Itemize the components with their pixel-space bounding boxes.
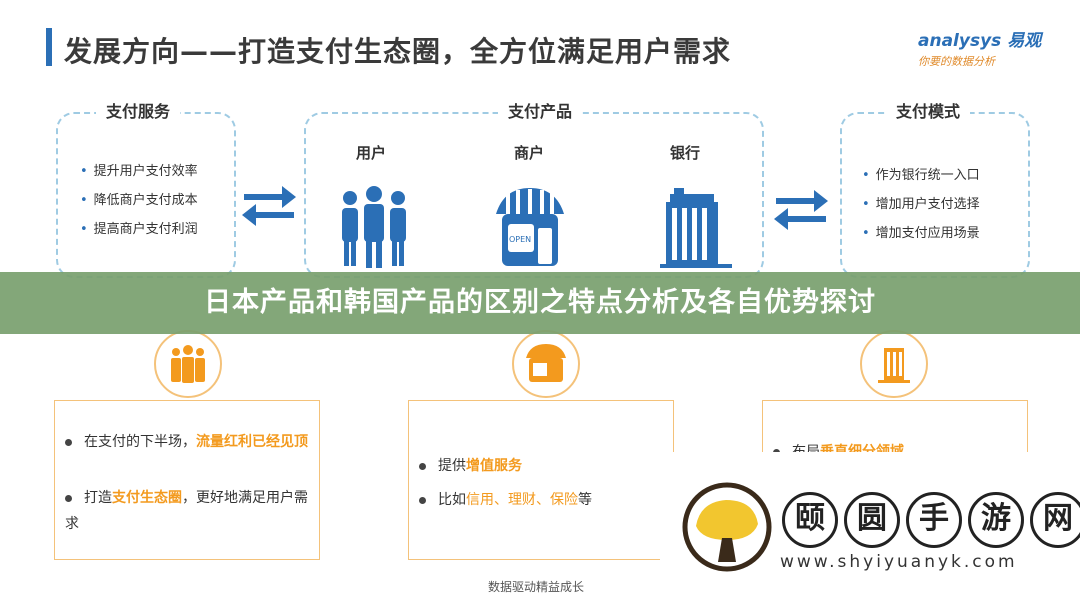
list-item: 增加支付应用场景 xyxy=(862,222,980,241)
bullet-dot xyxy=(65,438,72,446)
site-name-char: 游 xyxy=(968,492,1024,548)
payment-service-title: 支付服务 xyxy=(96,98,181,122)
bullet-dot xyxy=(419,462,426,470)
users-orange-icon xyxy=(171,345,205,383)
page-title: 发展方向——打造支付生态圈，全方位满足用户需求 xyxy=(64,35,732,68)
payment-product-title: 支付产品 xyxy=(498,98,583,122)
list-item: 作为银行统一入口 xyxy=(862,164,980,183)
users-circle xyxy=(154,330,222,398)
shop-circle xyxy=(512,330,580,398)
footer-caption: 数据驱动精益成长 xyxy=(488,580,585,594)
bank-orange-icon xyxy=(878,348,910,383)
users-label: 用户 xyxy=(356,144,387,162)
list-item: 降低商户支付成本 xyxy=(80,189,198,208)
bullet-dot xyxy=(419,496,426,504)
item-text: 打造 xyxy=(84,490,112,506)
value-added-box: 提供增值服务 比如信用、理财、保险等 xyxy=(408,400,674,560)
shop-sign-text: OPEN xyxy=(509,235,531,244)
list-item: 在支付的下半场，流量红利已经见顶 xyxy=(65,429,309,455)
banner-headline: 日本产品和韩国产品的区别之特点分析及各自优势探讨 xyxy=(204,287,876,318)
item-text: 在支付的下半场， xyxy=(84,434,196,450)
site-url: www.shyiyuanyk.com xyxy=(780,552,1018,572)
bank-circle xyxy=(860,330,928,398)
merchants-label: 商户 xyxy=(514,144,545,162)
highlight-text: 信用、理财、保险 xyxy=(466,492,578,508)
bank-building-icon xyxy=(660,188,732,268)
payment-mode-title: 支付模式 xyxy=(886,98,971,122)
list-item: 提高商户支付利润 xyxy=(80,218,198,237)
site-watermark: 颐圆手游网 www.shyiyuanyk.com xyxy=(660,452,1080,608)
payment-service-list: 提升用户支付效率 降低商户支付成本 提高商户支付利润 xyxy=(80,160,198,247)
list-item: 打造支付生态圈，更好地满足用户需求 xyxy=(65,485,309,537)
item-text: 等 xyxy=(578,492,592,508)
logo-main-text: analysys 易观 xyxy=(918,31,1042,51)
shop-icon: OPEN xyxy=(496,188,564,266)
site-name-char: 颐 xyxy=(782,492,838,548)
highlight-text: 流量红利已经见顶 xyxy=(196,434,308,450)
list-item: 提升用户支付效率 xyxy=(80,160,198,179)
analysys-logo: analysys 易观 你要的数据分析 xyxy=(918,26,1058,76)
list-item: 增加用户支付选择 xyxy=(862,193,980,212)
headline-banner: 日本产品和韩国产品的区别之特点分析及各自优势探讨 xyxy=(0,272,1080,334)
tree-logo-icon xyxy=(682,482,772,572)
highlight-text: 支付生态圈 xyxy=(112,490,182,506)
shop-orange-icon xyxy=(526,344,566,382)
list-item: 提供增值服务 xyxy=(419,453,522,479)
site-name-char: 手 xyxy=(906,492,962,548)
item-text: ，更好地满足用户需求 xyxy=(65,490,308,532)
logo-sub-text: 你要的数据分析 xyxy=(918,55,995,68)
bullet-dot xyxy=(65,494,72,502)
highlight-text: 增值服务 xyxy=(466,458,522,474)
ecosystem-box: 在支付的下半场，流量红利已经见顶 打造支付生态圈，更好地满足用户需求 xyxy=(54,400,320,560)
site-name: 颐圆手游网 xyxy=(782,492,1080,548)
bank-label: 银行 xyxy=(670,144,701,162)
list-item: 比如信用、理财、保险等 xyxy=(419,487,592,513)
bidirectional-arrow-icon xyxy=(774,190,828,230)
users-icon xyxy=(342,186,406,268)
title-accent-bar xyxy=(46,28,52,66)
bidirectional-arrow-icon xyxy=(242,186,296,226)
payment-mode-list: 作为银行统一入口 增加用户支付选择 增加支付应用场景 xyxy=(862,164,980,251)
site-name-char: 圆 xyxy=(844,492,900,548)
item-text: 提供 xyxy=(438,458,466,474)
item-text: 比如 xyxy=(438,492,466,508)
site-name-char: 网 xyxy=(1030,492,1080,548)
